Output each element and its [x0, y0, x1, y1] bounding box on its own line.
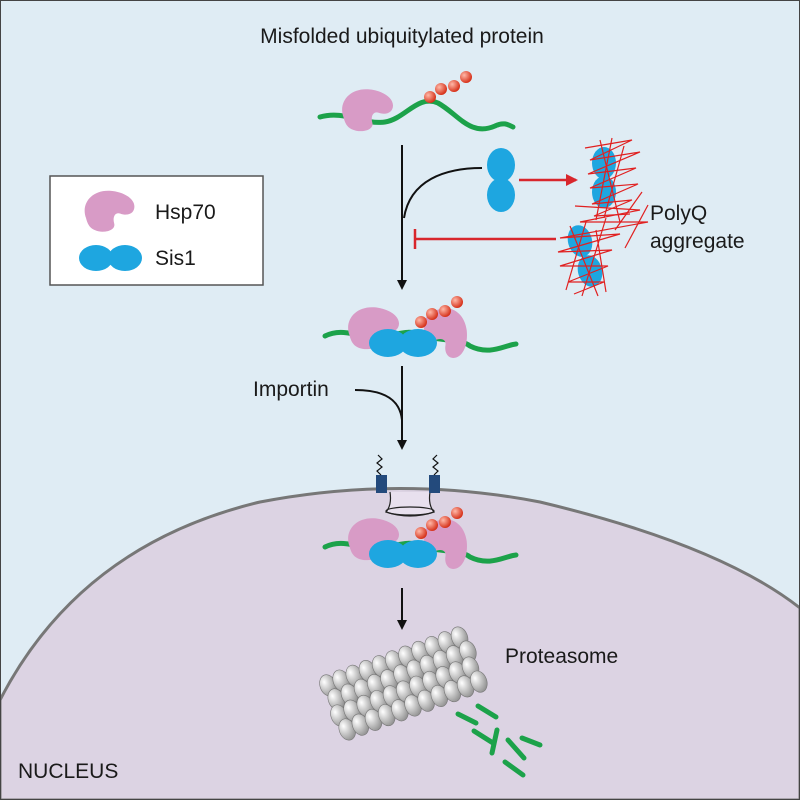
- legend: Hsp70 Sis1: [49, 175, 264, 286]
- proteasome-subunit: [470, 670, 488, 693]
- importin-curve: [354, 389, 403, 421]
- legend-label-sis1: Sis1: [155, 247, 196, 270]
- nuclear-complex: [322, 507, 519, 569]
- diagram-title: Misfolded ubiquitylated protein: [260, 25, 544, 48]
- hsp70-right-nuclear: [423, 519, 467, 569]
- misfolded-protein-complex: [317, 71, 516, 132]
- nucleus-label: NUCLEUS: [18, 760, 118, 783]
- hsp70-protein: [342, 89, 393, 132]
- free-sis1: [487, 148, 515, 212]
- sis1-recruitment-curve: [403, 167, 483, 219]
- pore-basket: [384, 491, 436, 517]
- hsp70-sis1-complex: [322, 296, 519, 358]
- importin-label: Importin: [253, 378, 329, 401]
- polyq-aggregate: [557, 137, 649, 297]
- sis1-icon: [79, 245, 142, 271]
- pore-filament-left: [376, 454, 383, 476]
- pore-filament-right: [432, 454, 439, 476]
- pore-complex-left: [376, 475, 387, 493]
- legend-label-hsp70: Hsp70: [155, 201, 216, 224]
- proteasome-label: Proteasome: [505, 645, 618, 668]
- hsp70-right: [423, 308, 467, 358]
- inhibition-line: [413, 229, 556, 249]
- sis1-dimer: [369, 329, 437, 357]
- pore-complex-right: [429, 475, 440, 493]
- polyq-fibrils: [557, 137, 649, 297]
- sis1-dimer-nuclear: [369, 540, 437, 568]
- hsp70-icon: [84, 190, 135, 232]
- nucleus-region: [0, 487, 800, 800]
- proteasome: [319, 626, 488, 741]
- hsp70-left: [348, 307, 399, 350]
- aggregate-label-line1: PolyQ: [650, 202, 707, 225]
- aggregate-label-line2: aggregate: [650, 230, 745, 253]
- peptide-fragments: [455, 703, 543, 778]
- hsp70-left-nuclear: [348, 518, 399, 561]
- nuclear-pore: [376, 454, 440, 517]
